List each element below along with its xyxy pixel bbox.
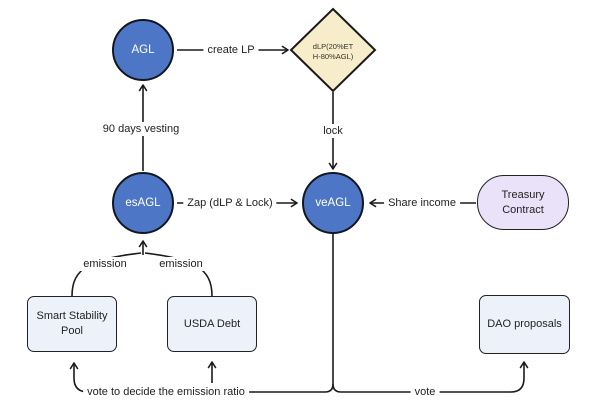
node-esagl: esAGL xyxy=(112,172,174,234)
edge-label-lock: lock xyxy=(319,124,347,138)
dao-label: DAO proposals xyxy=(487,318,562,331)
edge-bottom-right xyxy=(332,383,414,393)
node-dlp-label-line2: H-80%AGL) xyxy=(312,52,354,62)
node-dao-proposals: DAO proposals xyxy=(479,295,570,354)
node-esagl-label: esAGL xyxy=(125,197,161,209)
node-usda-debt: USDA Debt xyxy=(167,296,257,352)
node-veagl-label: veAGL xyxy=(315,197,351,209)
edge-label-vesting: 90 days vesting xyxy=(98,122,184,136)
node-dlp-label-line1: dLP(20%ET xyxy=(312,42,354,51)
edge-bottom-left xyxy=(249,383,334,393)
node-treasury-contract: Treasury Contract xyxy=(477,175,569,230)
node-smart-stability-pool: Smart Stability Pool xyxy=(27,296,117,352)
edge-label-zap: Zap (dLP & Lock) xyxy=(183,196,277,210)
node-agl: AGL xyxy=(112,19,174,81)
usda-label: USDA Debt xyxy=(183,317,241,330)
node-dlp-label: dLP(20%ET H-80%AGL) xyxy=(288,42,378,62)
edge-label-emission-right: emission xyxy=(155,257,207,271)
edge-vote-to-dao xyxy=(437,361,529,393)
edge-label-create-lp: create LP xyxy=(203,43,259,57)
node-veagl: veAGL xyxy=(302,172,364,234)
dlp-diamond xyxy=(289,7,377,93)
ssp-label-line1: Smart Stability xyxy=(36,310,108,323)
edge-label-vote-ratio: vote to decide the emission ratio xyxy=(83,385,249,399)
edge-label-share-income: Share income xyxy=(384,196,460,210)
treasury-label-line1: Treasury xyxy=(501,188,545,201)
node-agl-label: AGL xyxy=(131,44,155,56)
edge-label-emission-left: emission xyxy=(79,257,131,271)
edge-label-vote: vote xyxy=(410,385,440,399)
ssp-label-line2: Pool xyxy=(60,325,84,337)
treasury-label-line2: Contract xyxy=(502,203,544,216)
